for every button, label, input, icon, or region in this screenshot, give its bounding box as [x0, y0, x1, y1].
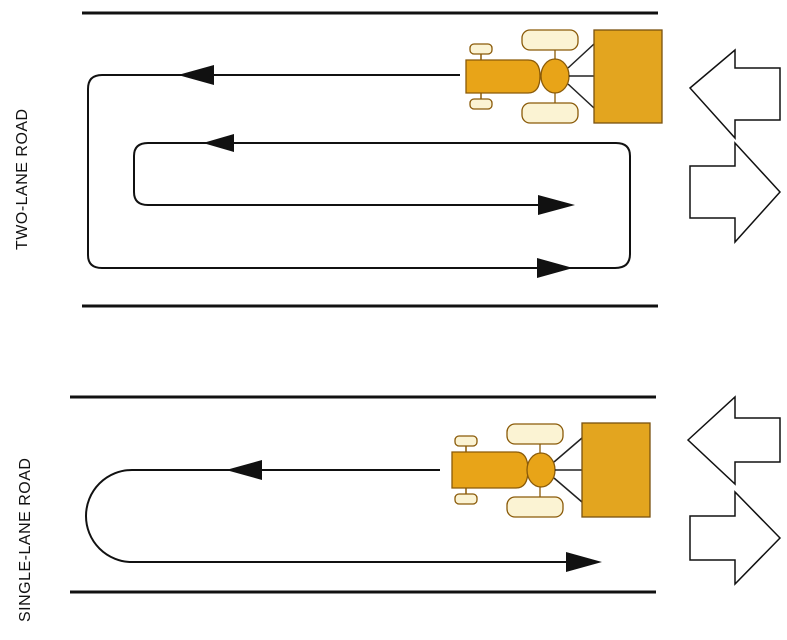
traffic-direction-arrows-icon: [688, 48, 782, 244]
arrowhead: [538, 195, 575, 215]
implement: [593, 29, 663, 124]
rear-wheel: [506, 496, 564, 518]
single-lane-section: SINGLE-LANE ROAD: [17, 395, 782, 622]
outer-turn-path: [87, 74, 631, 269]
rear-wheel: [521, 102, 579, 124]
implement: [581, 422, 651, 518]
tractor-hood: [451, 451, 529, 489]
right-arrow: [689, 141, 782, 244]
tractor-hood: [465, 59, 541, 94]
front-wheel: [454, 493, 478, 505]
rear-wheel: [521, 29, 579, 51]
arrowhead: [203, 134, 234, 152]
tractor-cab: [540, 58, 570, 94]
two-lane-section: TWO-LANE ROAD: [14, 11, 782, 308]
traffic-direction-arrows-icon: [686, 395, 782, 586]
two-lane-road-label: TWO-LANE ROAD: [14, 108, 31, 250]
rear-wheel: [506, 423, 564, 445]
u-turn-path: [85, 469, 580, 563]
front-wheel: [469, 98, 493, 110]
arrowhead: [178, 65, 214, 85]
arrowhead: [537, 258, 573, 278]
single-lane-road-label: SINGLE-LANE ROAD: [17, 458, 34, 622]
tractor-icon: [451, 422, 651, 518]
arrowhead: [566, 552, 602, 572]
front-wheel: [469, 43, 493, 55]
left-arrow: [686, 395, 781, 486]
left-arrow: [688, 48, 781, 140]
arrowhead: [226, 460, 262, 480]
tractor-cab: [526, 452, 556, 488]
right-arrow: [689, 490, 782, 586]
front-wheel: [454, 435, 478, 447]
tractor-icon: [465, 29, 663, 124]
